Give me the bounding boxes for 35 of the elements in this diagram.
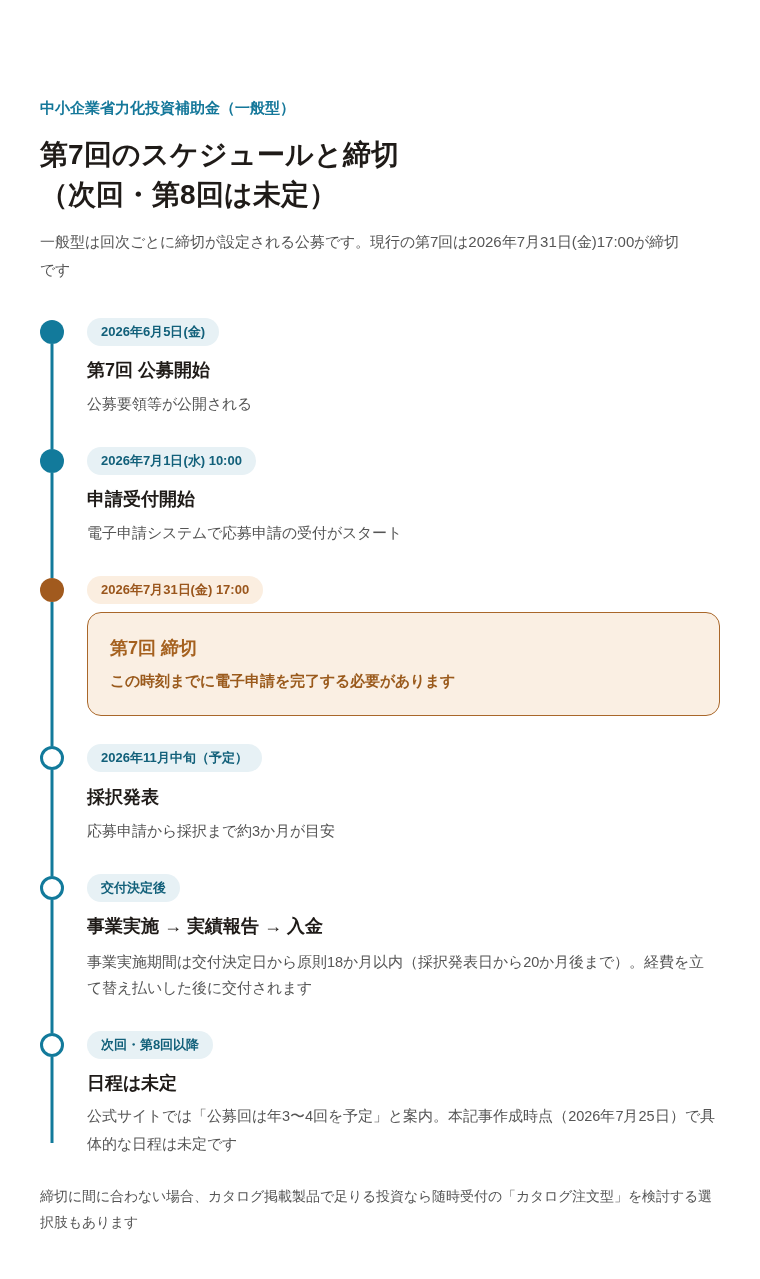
step-title: 事業実施 → 実績報告 → 入金 [87,915,323,938]
deadline-card [87,612,720,716]
step-description: 公募要領等が公開される [87,395,252,414]
step-tag: 交付決定後 [87,874,180,902]
timeline-line [50,602,54,746]
timeline-dot [40,746,64,770]
timeline-line [50,770,54,876]
timeline-dot [40,320,64,344]
step-description: 公式サイトでは「公募回は年3〜4回を予定」と案内。本記事作成時点（2026年7月25日）で具体的な日程は未定です [87,1107,716,1154]
card-text: この時刻までに電子申請を完了する必要があります [110,672,455,691]
step-title: 申請受付開始 [87,488,195,511]
intro-text: 一般型は回次ごとに締切が設定される公募です。現行の第7回は2026年7月31日(金)17:00が締切です [40,232,680,280]
step-tag: 2026年7月1日(水) 10:00 [87,447,256,475]
step-description: 電子申請システムで応募申請の受付がスタート [87,524,402,543]
timeline-line [50,900,54,1033]
step-tag: 次回・第8回以降 [87,1031,214,1059]
timeline-dot [40,449,64,473]
page-title: 第7回のスケジュールと締切（次回・第8回は未定） [40,138,400,212]
timeline-dot [40,876,64,900]
step-tag: 2026年11月中旬（予定） [87,744,262,772]
step-tag: 2026年7月31日(金) 17:00 [87,576,264,604]
timeline-line [50,344,54,449]
timeline-dot [40,1033,64,1057]
eyebrow-text: 中小企業省力化投資補助金（一般型） [40,98,295,118]
step-description: 応募申請から採択まで約3か月が目安 [87,822,336,841]
step-title: 採択発表 [87,786,159,809]
footnote-text: 締切に間に合わない場合、カタログ掲載製品で足りる投資なら随時受付の「カタログ注文型」を検討する選択肢もあります [40,1187,712,1232]
step-title: 日程は未定 [87,1072,177,1095]
timeline-line [50,473,54,578]
step-description: 事業実施期間は交付決定日から原則18か月以内（採択発表日から20か月後まで）。経費を立て替え払いした後に交付されます [87,953,706,998]
step-title: 第7回 公募開始 [87,359,210,382]
step-tag: 2026年6月5日(金) [87,318,220,346]
card-title: 第7回 締切 [110,637,197,660]
timeline-dot [40,578,64,602]
timeline-line [50,1057,54,1143]
